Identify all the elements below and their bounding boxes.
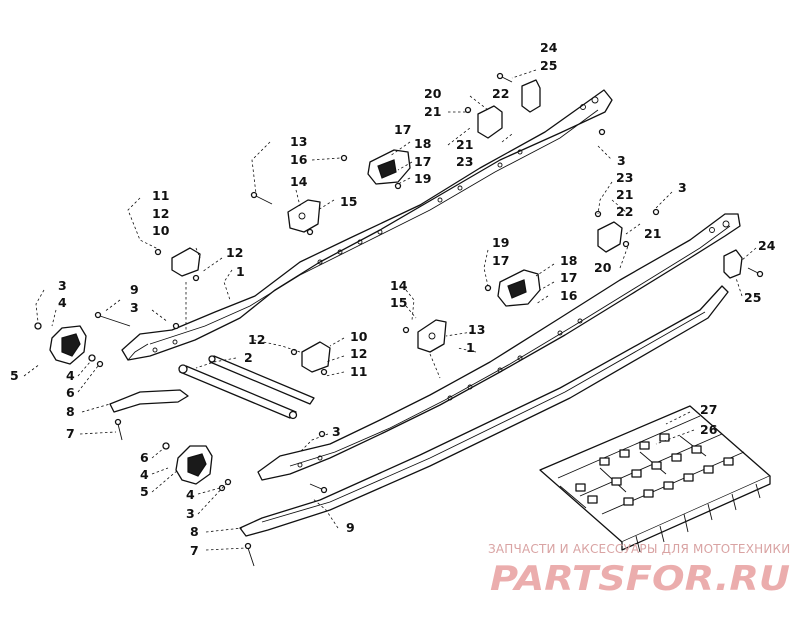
bracket-14-lower — [417, 319, 447, 353]
callout-3: 3 — [130, 300, 139, 315]
callout-4: 4 — [66, 368, 75, 383]
callout-13: 13 — [290, 134, 307, 149]
callout-17: 17 — [394, 122, 411, 137]
block-18-upper — [367, 149, 411, 185]
callout-3: 3 — [186, 506, 195, 521]
callout-11: 11 — [350, 364, 367, 379]
callout-6: 6 — [140, 450, 149, 465]
callout-14: 14 — [390, 278, 408, 293]
callout-21: 21 — [424, 104, 441, 119]
callout-3: 3 — [332, 424, 341, 439]
callout-3: 3 — [58, 278, 67, 293]
callout-20: 20 — [594, 260, 612, 275]
callout-10: 10 — [152, 223, 170, 238]
block-22-lower — [597, 221, 623, 253]
callout-4: 4 — [186, 487, 195, 502]
callout-12: 12 — [350, 346, 367, 361]
callout-19: 19 — [492, 235, 509, 250]
callout-5: 5 — [140, 484, 149, 499]
callout-25: 25 — [744, 290, 761, 305]
rail-upper — [121, 89, 613, 361]
callout-4: 4 — [58, 295, 67, 310]
block-10-lower — [301, 341, 331, 373]
callout-18: 18 — [560, 253, 577, 268]
callout-1: 1 — [236, 264, 245, 279]
callout-17: 17 — [414, 154, 431, 169]
cross-shafts — [178, 355, 315, 420]
bracket-25-upper — [521, 79, 541, 113]
rail-lower — [257, 213, 741, 481]
callout-11: 11 — [152, 188, 169, 203]
block-18-lower — [497, 269, 541, 307]
bracket-25-lower — [723, 249, 743, 279]
callout-8: 8 — [190, 524, 199, 539]
callout-7: 7 — [66, 426, 75, 441]
callout-12: 12 — [226, 245, 243, 260]
callout-23: 23 — [456, 154, 473, 169]
callout-3: 3 — [617, 153, 626, 168]
callout-2: 2 — [244, 350, 253, 365]
callout-9: 9 — [130, 282, 139, 297]
callout-1: 1 — [466, 340, 475, 355]
callout-9: 9 — [346, 520, 355, 535]
callout-16: 16 — [560, 288, 578, 303]
callout-14: 14 — [290, 174, 308, 189]
track-clips — [575, 433, 734, 506]
callout-27: 27 — [700, 402, 717, 417]
callout-4: 4 — [140, 467, 149, 482]
callout-23: 23 — [616, 170, 633, 185]
bumper-upper — [49, 325, 87, 365]
callout-20: 20 — [424, 86, 442, 101]
callout-8: 8 — [66, 404, 75, 419]
callout-26: 26 — [700, 422, 718, 437]
callout-24: 24 — [758, 238, 776, 253]
callout-22: 22 — [492, 86, 509, 101]
watermark-logo: PARTSFOR.RU — [490, 559, 790, 599]
leader-lines — [23, 69, 757, 551]
callout-21: 21 — [456, 137, 473, 152]
callout-labels: 24 25 22 20 21 13 17 16 18 21 17 23 19 3… — [10, 40, 776, 558]
callout-17: 17 — [560, 270, 577, 285]
watermark-logo-text: PARTSFOR.RU — [490, 559, 790, 599]
callout-5: 5 — [10, 368, 19, 383]
callout-21: 21 — [644, 226, 661, 241]
callout-13: 13 — [468, 322, 485, 337]
callout-12: 12 — [152, 206, 169, 221]
bumper-lower — [175, 445, 213, 485]
callout-15: 15 — [390, 295, 407, 310]
front-slide-upper — [109, 389, 189, 413]
track-section — [539, 405, 771, 553]
callout-19: 19 — [414, 171, 431, 186]
callout-22: 22 — [616, 204, 633, 219]
callout-21: 21 — [616, 187, 633, 202]
callout-25: 25 — [540, 58, 557, 73]
callout-16: 16 — [290, 152, 308, 167]
callout-15: 15 — [340, 194, 357, 209]
callout-24: 24 — [540, 40, 558, 55]
watermark-tagline: ЗАПЧАСТИ И АКСЕССУАРЫ ДЛЯ МОТОТЕХНИКИ — [488, 542, 791, 556]
wear-strip-long — [239, 285, 729, 537]
callout-18: 18 — [414, 136, 431, 151]
callout-7: 7 — [190, 543, 199, 558]
callout-3: 3 — [678, 180, 687, 195]
block-10-upper — [171, 247, 201, 277]
callout-6: 6 — [66, 385, 75, 400]
callout-17: 17 — [492, 253, 509, 268]
bracket-14-upper — [287, 199, 321, 233]
callout-12: 12 — [248, 332, 265, 347]
callout-10: 10 — [350, 329, 368, 344]
block-22-upper — [477, 105, 503, 139]
